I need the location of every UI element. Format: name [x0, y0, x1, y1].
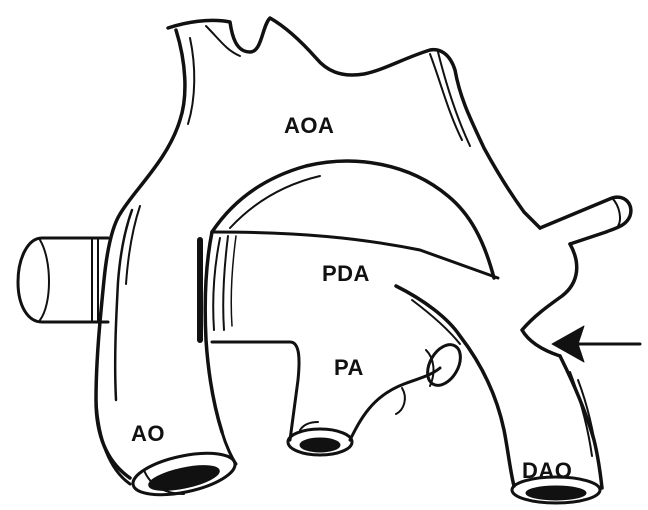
coarctation-arrow — [552, 326, 640, 362]
label-pda: PDA — [322, 263, 370, 285]
left-vessel-stub — [18, 238, 108, 322]
label-dao: DAO — [522, 460, 572, 482]
aortic-arch — [96, 18, 540, 478]
label-ao: AO — [131, 423, 165, 445]
label-pa: PA — [334, 357, 364, 379]
pa-side-branch — [421, 339, 467, 391]
label-aoa: AOA — [284, 115, 334, 137]
